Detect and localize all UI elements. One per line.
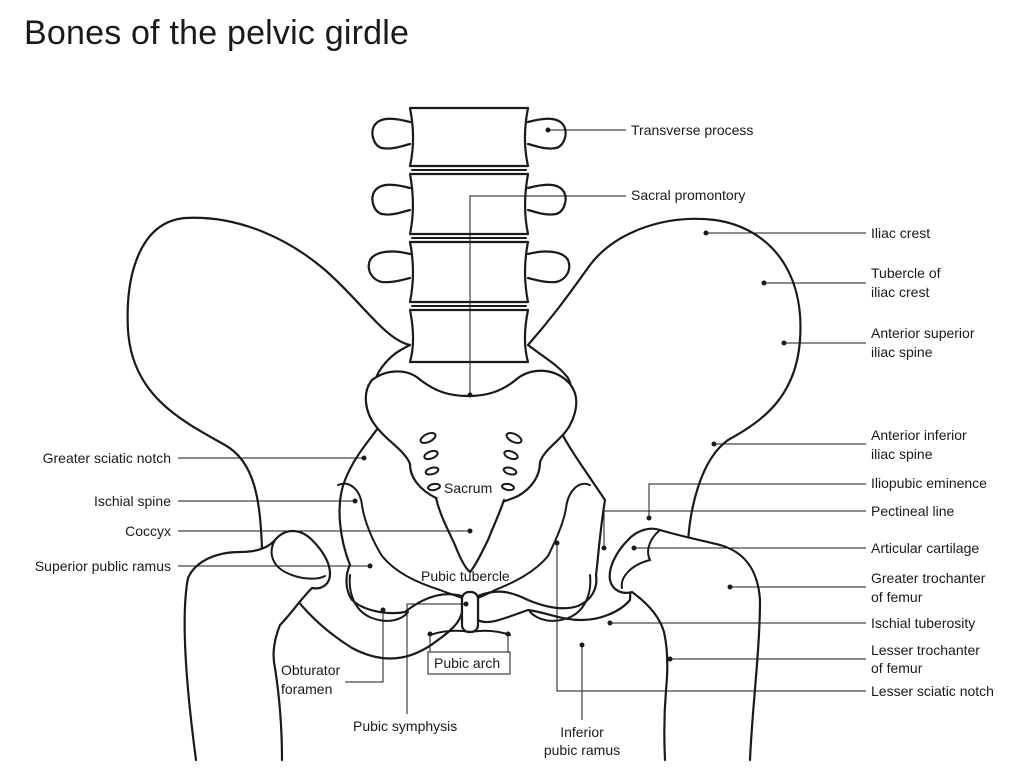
label-pubic-symphysis: Pubic symphysis xyxy=(353,718,457,734)
label-asis-line2: iliac spine xyxy=(871,344,933,360)
vertebra-1 xyxy=(408,106,530,168)
transverse-process-left-1 xyxy=(371,117,412,150)
vertebra-3 xyxy=(408,240,530,304)
label-pubic-arch: Pubic arch xyxy=(434,655,500,671)
label-greater-trochanter-line2: of femur xyxy=(871,589,923,605)
left-obturator-outline xyxy=(348,574,409,622)
label-greater-sciatic-notch: Greater sciatic notch xyxy=(43,450,171,466)
vertebra-2 xyxy=(408,172,530,236)
label-asis-line1: Anterior superior xyxy=(871,325,975,341)
label-aiis-line2: iliac spine xyxy=(871,446,933,462)
label-tubercle-of-iliac-crest-line1: Tubercle of xyxy=(871,265,941,281)
label-tubercle-of-iliac-crest-line2: iliac crest xyxy=(871,284,929,300)
label-iliopubic-eminence: Iliopubic eminence xyxy=(871,475,987,491)
left-femur xyxy=(183,529,332,762)
transverse-process-left-3 xyxy=(367,250,412,284)
right-obturator-outline xyxy=(529,574,592,622)
left-femoral-head-outline xyxy=(270,539,326,580)
label-lesser-trochanter-line1: Lesser trochanter xyxy=(871,642,980,658)
label-lesser-trochanter-line2: of femur xyxy=(871,660,923,676)
transverse-process-left-2 xyxy=(371,183,412,216)
label-aiis-line1: Anterior inferior xyxy=(871,427,967,443)
pubic-symphysis-disc xyxy=(460,590,480,634)
label-obturator-foramen-line1: Obturator xyxy=(281,662,340,678)
label-pubic-tubercle: Pubic tubercle xyxy=(421,568,510,584)
vertebra-4 xyxy=(408,308,530,364)
transverse-process-right-2 xyxy=(526,183,567,216)
right-femoral-head-outline xyxy=(620,529,661,589)
label-transverse-process: Transverse process xyxy=(631,122,753,138)
sacral-foramina xyxy=(419,432,523,492)
page-title: Bones of the pelvic girdle xyxy=(24,14,410,52)
transverse-process-right-3 xyxy=(526,250,571,284)
right-pelvic-brim xyxy=(477,482,591,599)
label-coccyx: Coccyx xyxy=(125,523,171,539)
label-sacral-promontory: Sacral promontory xyxy=(631,187,745,203)
label-sacrum: Sacrum xyxy=(444,480,492,496)
label-ischial-spine: Ischial spine xyxy=(94,493,171,509)
pubic-arch-label-box xyxy=(427,651,511,675)
bones xyxy=(126,106,802,762)
label-inferior-pubic-ramus-line2: pubic ramus xyxy=(544,742,620,758)
transverse-process-right-1 xyxy=(526,117,567,150)
label-ischial-tuberosity: Ischial tuberosity xyxy=(871,615,975,631)
labels: Transverse process Sacral promontory Ili… xyxy=(35,122,994,758)
left-pelvic-brim xyxy=(337,482,463,599)
label-lesser-sciatic-notch: Lesser sciatic notch xyxy=(871,683,994,699)
pubic-arch-outline xyxy=(429,629,511,636)
label-iliac-crest: Iliac crest xyxy=(871,225,930,241)
coccyx-bone xyxy=(434,496,506,574)
label-obturator-foramen-line2: foramen xyxy=(281,681,332,697)
label-inferior-pubic-ramus-line1: Inferior xyxy=(560,724,604,740)
label-pectineal-line: Pectineal line xyxy=(871,503,954,519)
label-superior-public-ramus: Superior public ramus xyxy=(35,558,171,574)
label-articular-cartilage: Articular cartilage xyxy=(871,540,979,556)
left-hip-bone xyxy=(126,216,464,660)
leader-lines xyxy=(178,127,866,720)
label-greater-trochanter-line1: Greater trochanter xyxy=(871,570,986,586)
right-femur xyxy=(608,527,762,762)
